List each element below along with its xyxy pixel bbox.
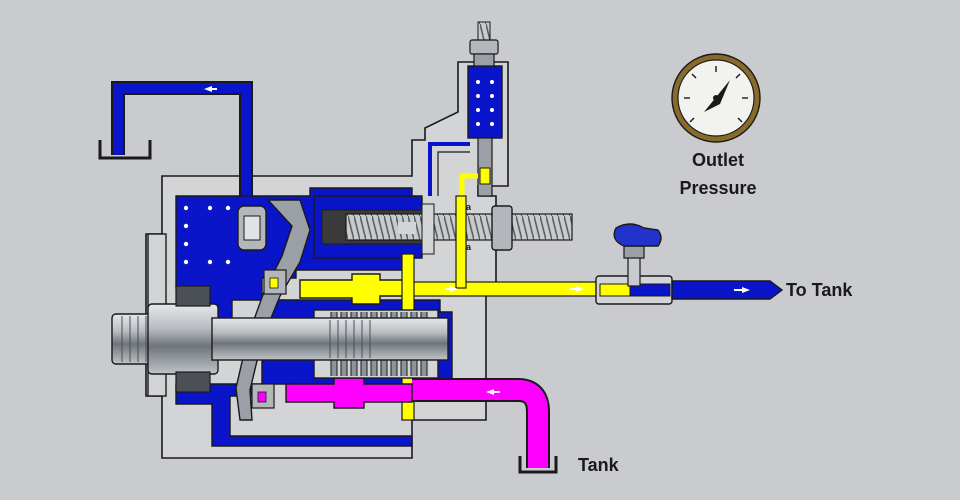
port-a-top-label: a	[466, 202, 472, 212]
to-tank-line	[671, 280, 784, 300]
to-tank-label: To Tank	[786, 280, 853, 300]
needle-valve	[595, 223, 673, 305]
gauge-label-pressure: Pressure	[679, 178, 756, 198]
inlet-passage	[285, 377, 550, 468]
swashplate	[235, 199, 311, 421]
pressure-compensator	[428, 21, 503, 197]
port-a-bottom-label: a	[466, 242, 472, 252]
tank-icon	[98, 140, 558, 474]
gauge-label-outlet: Outlet	[692, 150, 744, 170]
bearings	[175, 269, 287, 409]
pressure-gauge-icon	[671, 53, 761, 143]
drive-shaft	[111, 303, 449, 375]
flow-arrow-icon	[204, 86, 750, 395]
tank-label: Tank	[578, 455, 620, 475]
needle-valve-icon	[613, 223, 662, 247]
